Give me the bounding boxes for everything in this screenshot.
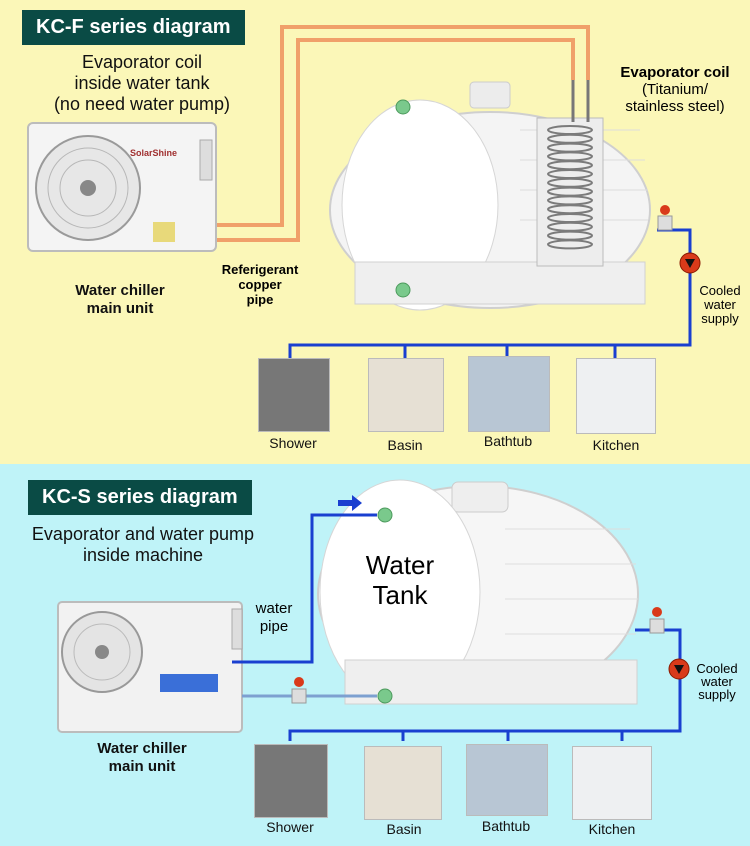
coil-label-title: Evaporator coil	[620, 64, 730, 81]
kc-f-description: Evaporator coil inside water tank (no ne…	[22, 52, 262, 115]
basin-image	[368, 358, 444, 432]
kc-s-diagram-graphics	[57, 479, 690, 741]
coil-rings	[547, 125, 593, 250]
supply-label-line: Cooled	[699, 283, 741, 298]
pipe-label-line: Referigerant	[221, 262, 299, 277]
supply-label-line: Cooled	[696, 661, 738, 676]
coil-ring	[547, 239, 593, 250]
supply-label-line: supply	[701, 311, 739, 326]
water-tank-icon	[317, 479, 639, 705]
outlet-label-shower: Shower	[266, 819, 314, 835]
outdoor-unit-icon	[57, 601, 243, 733]
copper-pipe-label: Referigerant copper pipe	[210, 262, 310, 307]
outlet-label-bathtub: Bathtub	[481, 818, 531, 834]
coil-label-sub: stainless steel)	[625, 98, 725, 115]
kitchen-image	[572, 746, 652, 820]
copper-pipe	[212, 25, 590, 242]
kc-f-desc-line: Evaporator coil	[81, 52, 203, 72]
kitchen-image	[576, 358, 656, 434]
pipe-label-line: water	[255, 600, 293, 617]
unit-label-line: main unit	[86, 300, 154, 317]
coil-label: Evaporator coil (Titanium/ stainless ste…	[600, 64, 750, 115]
tank-label-line: Water	[365, 550, 435, 580]
supply-label-line: water	[704, 297, 736, 312]
unit-label-line: Water chiller	[97, 740, 187, 757]
kc-f-desc-line: inside water tank	[74, 73, 210, 93]
coil-label-sub: (Titanium/	[641, 81, 709, 98]
kc-s-desc-line: Evaporator and water pump	[31, 524, 255, 544]
pipe-label-line: pipe	[259, 618, 289, 635]
unit-label-line: Water chiller	[75, 282, 165, 299]
bathtub-image	[466, 744, 548, 816]
unit-brand-logo: SolarShine	[130, 148, 178, 158]
valve-icon	[649, 607, 665, 634]
outlet-label-basin: Basin	[387, 437, 423, 453]
basin-image	[364, 746, 442, 820]
kc-s-panel: KC-S series diagram Evaporator and water…	[0, 464, 750, 846]
water-pipe	[288, 228, 692, 358]
kc-s-description: Evaporator and water pump inside machine	[8, 524, 278, 566]
water-tank-icon	[329, 81, 651, 311]
flow-arrow-icon	[679, 252, 701, 274]
flow-arrow-icon	[668, 658, 690, 680]
supply-label-line: supply	[698, 687, 736, 702]
outlet-label-shower: Shower	[269, 435, 317, 451]
kc-s-title: KC-S series diagram	[28, 480, 252, 515]
valve-icon	[291, 677, 307, 704]
kc-f-supply-label: Cooled water supply	[690, 284, 750, 326]
kc-f-diagram-graphics	[27, 25, 701, 358]
kc-f-title: KC-F series diagram	[22, 10, 245, 45]
kc-f-unit-label: Water chiller main unit	[50, 282, 190, 318]
water-pipe-label: water pipe	[244, 600, 304, 636]
kc-s-supply-label: Cooled water supply	[686, 662, 748, 701]
pipe-label-line: copper	[238, 277, 282, 292]
shower-image	[254, 744, 328, 818]
outlet-label-basin: Basin	[386, 821, 422, 837]
shower-image	[258, 358, 330, 432]
outlet-label-kitchen: Kitchen	[588, 821, 636, 837]
tank-label-line: Tank	[372, 580, 428, 610]
flow-arrow-icon	[338, 495, 362, 511]
kc-f-desc-line: (no need water pump)	[53, 94, 231, 114]
kc-s-unit-label: Water chiller main unit	[72, 740, 212, 776]
kc-f-panel: KC-F series diagram Evaporator coil insi…	[0, 0, 750, 464]
outlet-label-bathtub: Bathtub	[483, 433, 533, 449]
evaporator-coil-icon	[536, 80, 604, 267]
bathtub-image	[468, 356, 550, 432]
pipe-label-line: pipe	[246, 292, 274, 307]
outlet-label-kitchen: Kitchen	[592, 437, 640, 453]
unit-label-line: main unit	[108, 758, 176, 775]
water-tank-label: Water Tank	[345, 550, 455, 610]
supply-label-line: water	[701, 674, 733, 689]
valve-icon	[657, 205, 673, 231]
kc-s-desc-line: inside machine	[82, 545, 204, 565]
water-pipe	[232, 513, 682, 741]
outdoor-unit-icon	[27, 122, 217, 252]
